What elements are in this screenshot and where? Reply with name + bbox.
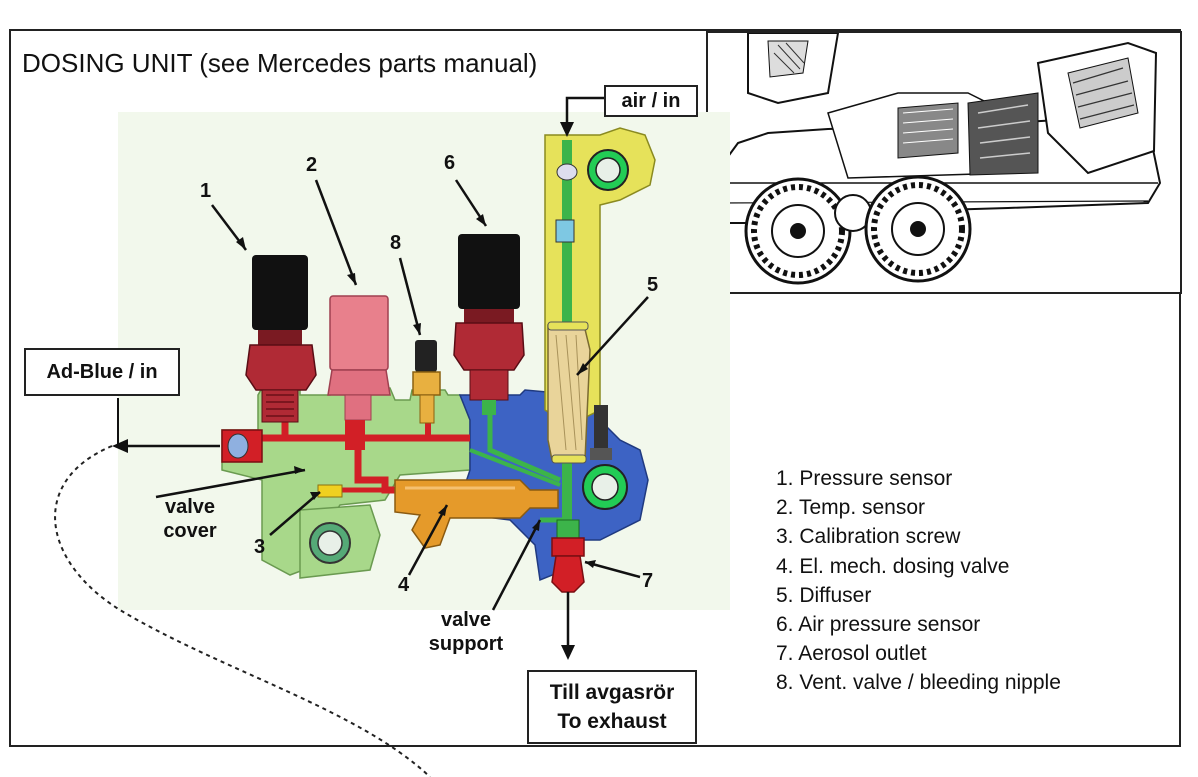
- legend-item-1: 1. Pressure sensor: [776, 467, 953, 490]
- wheel-front: [744, 177, 852, 285]
- legend-item-5: 5. Diffuser: [776, 583, 872, 607]
- exhaust-label-line2: To exhaust: [557, 710, 667, 733]
- legend-item-2: 2. Temp. sensor: [776, 496, 926, 520]
- aerosol-outlet: [551, 519, 585, 593]
- diagram-title: DOSING UNIT (see Mercedes parts manual): [22, 48, 538, 78]
- parts-legend: 1. Pressure sensor 2. Temp. sensor 3. Ca…: [776, 464, 1061, 698]
- callout-7: 7: [642, 570, 654, 592]
- legend-item-7: 7. Aerosol outlet: [776, 642, 927, 666]
- valve-cover-label-line2: cover: [163, 520, 217, 542]
- legend-item-6: 6. Air pressure sensor: [776, 613, 981, 637]
- legend-item-4: 4. El. mech. dosing valve: [776, 554, 1010, 578]
- diffuser-core: [547, 324, 591, 461]
- legend-item-3: 3. Calibration screw: [776, 525, 961, 549]
- callout-4: 4: [398, 574, 410, 596]
- air-in-box: air / in: [604, 85, 698, 117]
- vent-valve: [412, 340, 441, 424]
- diagram-frame: [9, 29, 1181, 747]
- exhaust-label-line1: Till avgasrör: [549, 681, 675, 704]
- callout-3: 3: [254, 536, 266, 558]
- exhaust-box: Till avgasrör To exhaust: [527, 670, 697, 744]
- air-pressure-sensor: [453, 234, 525, 415]
- wheel-rear: [864, 175, 972, 283]
- callout-1: 1: [200, 180, 212, 202]
- legend-item-8: 8. Vent. valve / bleeding nipple: [776, 671, 1061, 695]
- adblue-in-box: Ad-Blue / in: [24, 348, 180, 396]
- valve-support-label-line1: valve: [440, 609, 492, 631]
- valve-cover-label: valve cover: [150, 495, 230, 543]
- adblue-hose-dashed: [54, 445, 431, 777]
- temp-sensor: [327, 295, 391, 450]
- valve-support-label: valve support: [418, 608, 514, 656]
- callout-5: 5: [647, 274, 659, 296]
- valve-cover-label-line1: valve: [164, 496, 216, 518]
- dosing-valve: [394, 479, 559, 549]
- callout-8: 8: [390, 232, 402, 254]
- callout-6: 6: [444, 152, 456, 174]
- callout-2: 2: [306, 154, 318, 176]
- machine-illustration: [714, 32, 1162, 285]
- machine-inset: [706, 31, 1182, 294]
- valve-support-label-line2: support: [428, 633, 504, 655]
- pressure-sensor: [245, 255, 317, 423]
- calibration-screw: [317, 484, 343, 498]
